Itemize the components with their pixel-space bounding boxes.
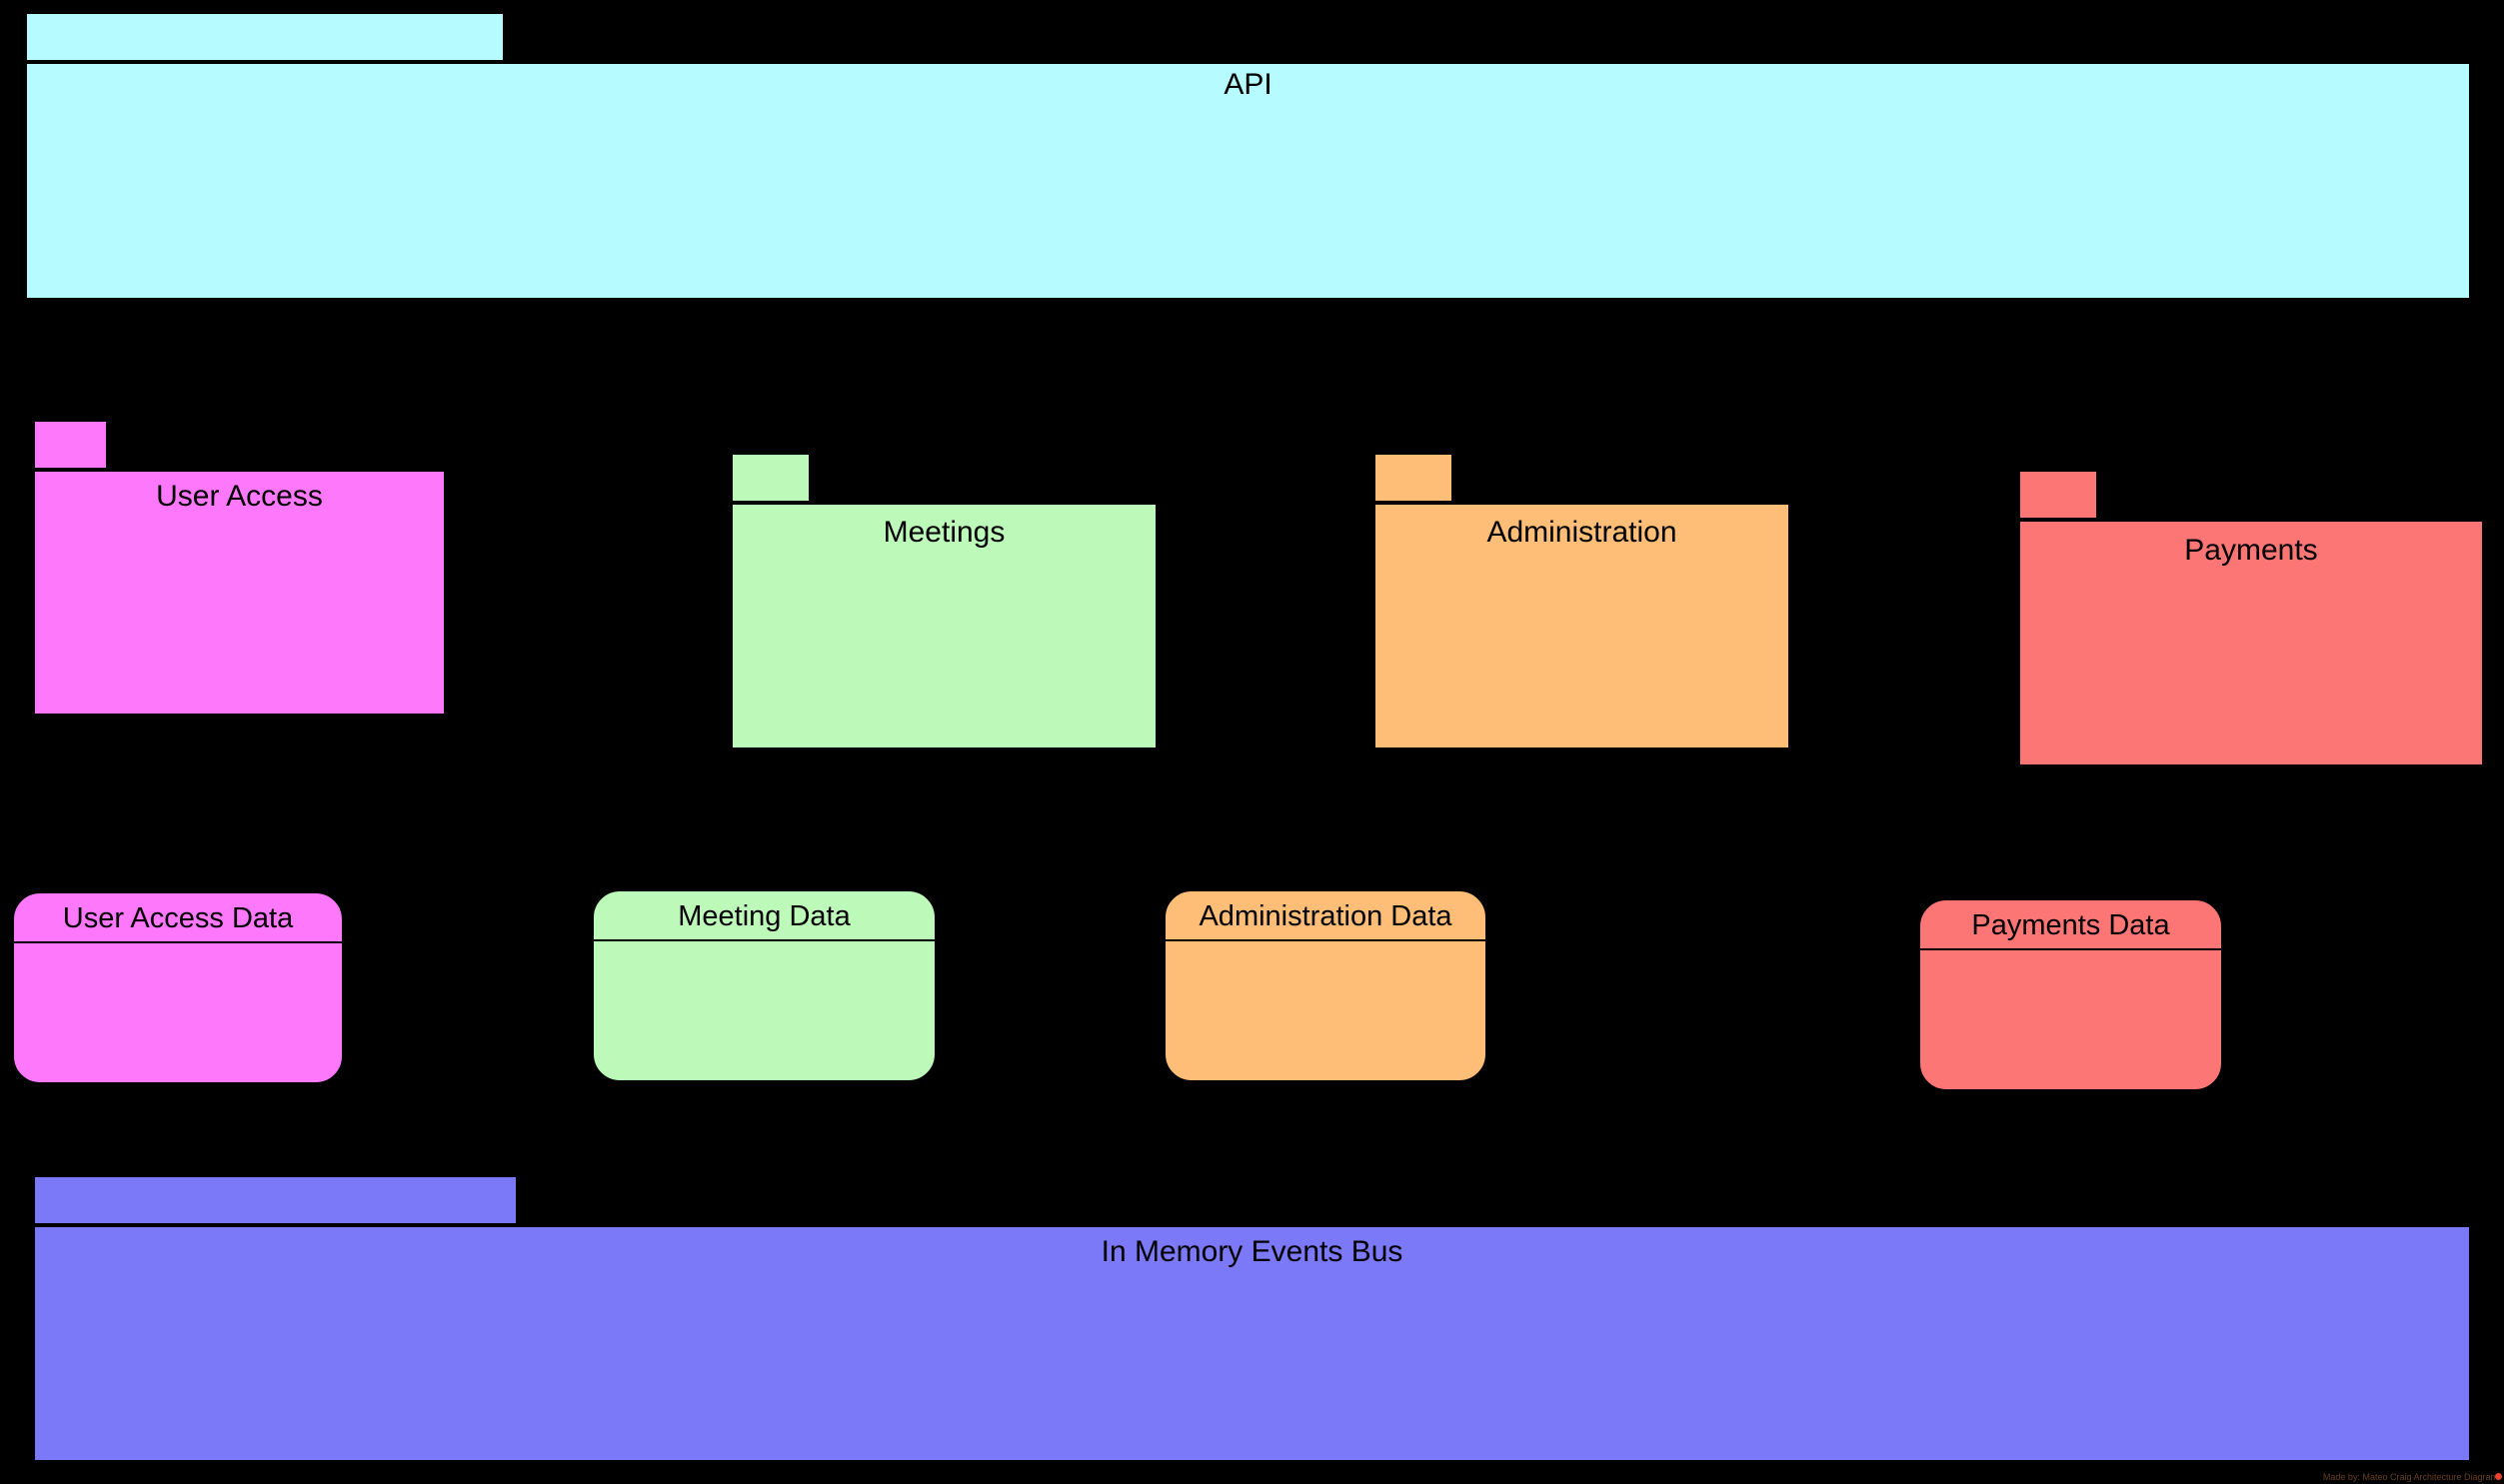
package-body-administration [1373,503,1790,749]
datastore-divider-user-access-data [14,941,342,943]
package-body-api [25,62,2471,300]
watermark-dot-icon [2495,1473,2502,1480]
datastore-label-administration-data: Administration Data [1199,900,1452,932]
package-tab-administration [1373,453,1453,503]
package-tab-payments [2018,470,2098,520]
package-tab-user-access [33,420,108,470]
package-label-user-access: User Access [156,480,323,513]
datastore-label-user-access-data: User Access Data [62,902,294,934]
datastore-meeting-data[interactable]: Meeting Data [592,889,937,1082]
package-body-user-access [33,470,446,716]
datastore-divider-payments-data [1920,948,2221,950]
datastore-divider-administration-data [1166,939,1485,941]
datastore-user-access-data[interactable]: User Access Data [12,891,344,1084]
package-tab-meetings [731,453,811,503]
package-body-meetings [731,503,1158,749]
datastore-payments-data[interactable]: Payments Data [1918,898,2223,1091]
datastore-administration-data[interactable]: Administration Data [1164,889,1487,1082]
datastore-label-meeting-data: Meeting Data [678,900,851,932]
package-label-in-memory-events-bus: In Memory Events Bus [1101,1235,1403,1268]
package-label-payments: Payments [2184,534,2318,567]
package-label-api: API [1224,68,1272,101]
package-label-meetings: Meetings [883,516,1006,549]
package-body-in-memory-events-bus [33,1225,2471,1462]
package-tab-in-memory-events-bus [33,1175,518,1225]
package-body-payments [2018,520,2484,766]
watermark-text: Made by: Mateo Craig Architecture Diagra… [2322,1472,2498,1482]
datastore-divider-meeting-data [594,939,935,941]
datastore-label-payments-data: Payments Data [1971,909,2170,941]
package-tab-api [25,12,505,62]
package-label-administration: Administration [1486,516,1677,549]
